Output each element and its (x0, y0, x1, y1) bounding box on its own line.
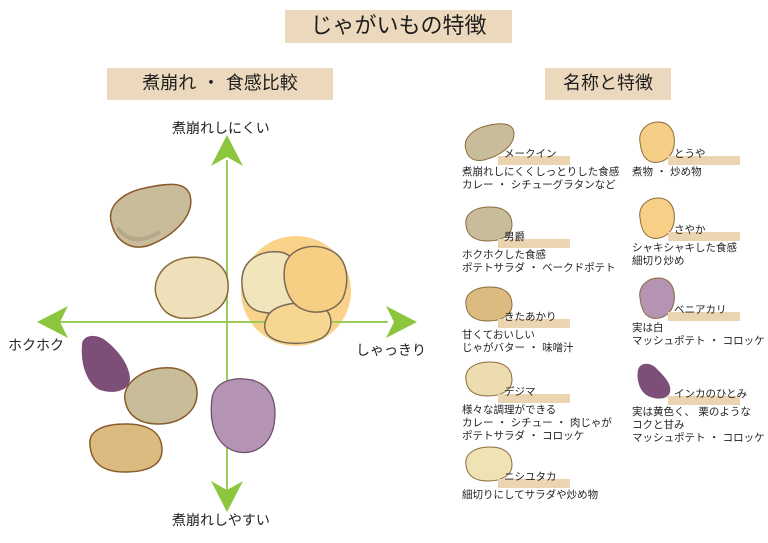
arrow-right-icon (386, 306, 417, 338)
potato-danshaku (124, 367, 198, 425)
list-item: インカのひとみ実は黄色く、 栗のようなコクと甘みマッシュポテト ・ コロッケ (632, 360, 768, 444)
chart-title: 煮崩れ ・ 食感比較 (107, 68, 333, 100)
variety-description: カレー ・ シチューグラタンなど (462, 179, 616, 191)
potato-dejima (154, 256, 229, 319)
arrow-left-icon (37, 306, 68, 338)
name-underline (498, 319, 570, 328)
variety-description: ホクホクした食感 (462, 249, 546, 261)
variety-description: 甘くておいしい (462, 329, 535, 341)
variety-description: 実は白 (632, 322, 664, 334)
potato-icon (639, 197, 675, 239)
name-underline (498, 156, 570, 165)
axis-label-left: ホクホク (8, 338, 64, 354)
variety-name: ベニアカリ (674, 304, 727, 316)
variety-name: インカのひとみ (674, 388, 748, 400)
potato-icon (465, 286, 513, 322)
variety-description: シャキシャキした食感 (632, 242, 737, 254)
variety-description: 様々な調理ができる (462, 404, 557, 416)
list-item: ベニアカリ実は白マッシュポテト ・ コロッケ (632, 276, 768, 356)
variety-description: 煮崩れしにくくしっとりした食感 (462, 166, 620, 178)
list-item: デジマ様々な調理ができるカレー ・ シチュー ・ 肉じゃがポテトサラダ ・ コロ… (462, 358, 612, 442)
variety-name: ニシユタカ (504, 471, 557, 483)
axis-label-bottom: 煮崩れしやすい (172, 513, 270, 529)
list-item: 男爵ホクホクした食感ポテトサラダ ・ ベークドポテト (462, 203, 616, 283)
name-underline (668, 232, 740, 241)
name-underline (498, 479, 570, 488)
variety-description: マッシュポテト ・ コロッケ (632, 335, 765, 347)
main-title: じゃがいもの特徴 (285, 10, 512, 43)
name-underline (498, 239, 570, 248)
potato-touya (283, 245, 348, 313)
name-underline (668, 396, 740, 405)
list-item: ニシユタカ細切りにしてサラダや炒め物 (462, 443, 602, 523)
variety-description: 実は黄色く、 栗のような (632, 406, 751, 418)
variety-name: とうや (674, 148, 706, 160)
variety-description: コクと甘み (632, 419, 685, 431)
axis-label-top: 煮崩れしにくい (172, 121, 270, 137)
variety-description: 細切りにしてサラダや炒め物 (462, 489, 599, 501)
name-underline (668, 312, 740, 321)
list-title: 名称と特徴 (545, 68, 671, 100)
potato-beniakari (210, 378, 276, 454)
potato-inca-no-hitomi (81, 335, 130, 392)
variety-name: さやか (674, 224, 706, 236)
potato-icon (637, 363, 671, 399)
variety-description: ポテトサラダ ・ ベークドポテト (462, 262, 616, 274)
list-item: メークイン煮崩れしにくくしっとりした食感カレー ・ シチューグラタンなど (462, 120, 619, 200)
variety-name: 男爵 (504, 231, 525, 243)
axis-label-right: しゃっきり (356, 343, 426, 359)
list-item: きたあかり甘くておいしいじゃがバター ・ 味噌汁 (462, 283, 602, 363)
variety-name: メークイン (504, 148, 557, 160)
name-underline (498, 394, 570, 403)
list-item: さやかシャキシャキした食感細切り炒め (632, 196, 768, 276)
variety-description: 細切り炒め (632, 255, 685, 267)
potato-icon (639, 121, 675, 163)
name-underline (668, 156, 740, 165)
potato-icon (464, 123, 515, 161)
arrow-down-icon (211, 481, 243, 512)
arrow-up-icon (211, 135, 243, 166)
variety-name: デジマ (504, 386, 536, 398)
list-item: とうや煮物 ・ 炒め物 (632, 120, 768, 200)
potato-may-queen (109, 183, 192, 248)
potato-icon (465, 446, 513, 482)
variety-description: マッシュポテト ・ コロッケ (632, 432, 765, 444)
variety-description: カレー ・ シチュー ・ 肉じゃが (462, 417, 612, 429)
variety-name: きたあかり (504, 311, 557, 323)
potato-icon (465, 361, 513, 397)
potato-kitaakari (89, 423, 163, 473)
variety-description: じゃがバター ・ 味噌汁 (462, 342, 574, 354)
variety-description: 煮物 ・ 炒め物 (632, 166, 702, 178)
potato-icon (639, 277, 675, 319)
variety-description: ポテトサラダ ・ コロッケ (462, 430, 585, 442)
quadrant-chart (37, 135, 417, 512)
potato-icon (465, 206, 513, 242)
